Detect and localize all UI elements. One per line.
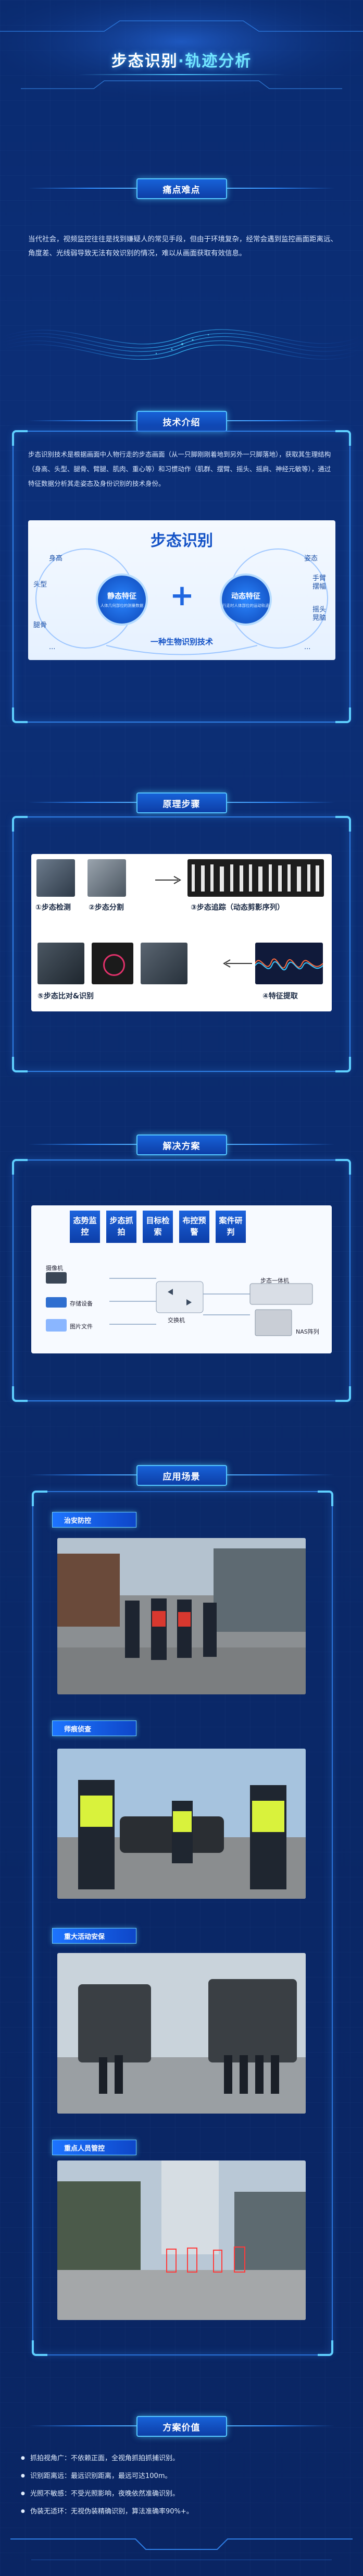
section-header-principle: 原理步骤 <box>0 788 363 816</box>
section-title-value: 方案价值 <box>136 2416 227 2437</box>
step2-image <box>87 859 126 897</box>
dynamic-feature-badge: 动态特征 行走时人体部位的运动轨迹 <box>220 573 272 626</box>
section-title-solution: 解决方案 <box>136 1134 227 1155</box>
section-header-value: 方案价值 <box>0 2412 363 2440</box>
storage-label: 存储设备 <box>70 1300 93 1307</box>
section-title-scenes: 应用场景 <box>136 1465 227 1486</box>
section-header-solution: 解决方案 <box>0 1130 363 1158</box>
step5-image-b <box>92 943 133 984</box>
section-header-tech: 技术介绍 <box>0 407 363 435</box>
title-accent: 轨迹分析 <box>185 52 252 70</box>
step3-image <box>187 859 324 897</box>
scene-image-security <box>57 1538 306 1694</box>
scene-image-key-personnel <box>57 2160 306 2320</box>
step4-caption: ④特征提取 <box>262 992 298 1000</box>
static-label-head: 头型 <box>33 581 47 589</box>
static-feature-badge: 静态特征 人体几何部位的测量数据 <box>96 573 148 626</box>
principle-diagram: ①步态检测 ②步态分割 ③步态追踪（动态剪影序列） ⑤步态比对&识别 ④特征提取 <box>31 854 332 1011</box>
step3-caption: ③步态追踪（动态剪影序列） <box>191 904 284 912</box>
pain-text: 当代社会，视频监控往往是找到嫌疑人的常见手段，但由于环境复杂，经常会遇到监控画面… <box>28 235 337 258</box>
static-label-more: ... <box>49 643 56 651</box>
value-bullet-3: 光照不敏感：不受光照影响，夜晚依然准确识别。 <box>21 2488 179 2498</box>
tech-frame <box>12 430 351 723</box>
step5-image-c <box>141 943 187 984</box>
title-main: 步态识别 <box>111 52 178 70</box>
solution-card-analysis: 案件研判 <box>216 1211 246 1243</box>
static-feature-sub: 人体几何部位的测量数据 <box>100 603 144 608</box>
diagram-bottom-caption: 一种生物识别技术 <box>150 637 213 646</box>
step1-image <box>36 859 75 897</box>
solution-frame <box>12 1159 351 1402</box>
static-label-height: 身高 <box>49 555 63 563</box>
solution-card-capture: 步态抓拍 <box>106 1211 136 1243</box>
scene-image-event <box>57 1953 306 2114</box>
static-label-leg: 腿骨 <box>33 621 47 629</box>
section-title-principle: 原理步骤 <box>136 792 227 813</box>
cloud-label: 图片文件 <box>70 1323 93 1330</box>
camera-label: 摄像机 <box>46 1265 63 1272</box>
dynamic-label-arm: 手臂摆幅 <box>312 575 327 591</box>
header-decoration <box>0 0 363 104</box>
section-header-scenes: 应用场景 <box>0 1461 363 1489</box>
scene-tag-event: 重大活动安保 <box>52 1928 136 1944</box>
tech-text: 步态识别技术是根据画面中人物行走的步态画面（从一只脚刚刚着地到另外一只脚落地），… <box>28 450 331 487</box>
step2-caption: ②步态分割 <box>89 904 124 912</box>
step4-image <box>255 943 323 984</box>
gait-diagram: 步态识别 静态特征 人体几何部位的测量数据 动态特征 行走时人体部位的运动轨迹 … <box>28 520 335 660</box>
dynamic-label-posture: 姿态 <box>304 555 318 563</box>
footer-decoration <box>10 2538 353 2560</box>
network-lines <box>46 1272 313 1336</box>
page-title: 步态识别·轨迹分析 <box>0 48 363 71</box>
arrow-back-icon <box>223 959 252 968</box>
title-underline <box>78 74 285 75</box>
dynamic-label-more: ... <box>304 643 311 651</box>
solution-card-search: 目标检索 <box>143 1211 173 1243</box>
nas-label: NAS阵列 <box>296 1328 319 1335</box>
dynamic-feature-label: 动态特征 <box>231 592 260 601</box>
scene-image-investigation <box>57 1749 306 1899</box>
value-bullet-2: 识别距离远：最远识别距离，最远可达100m。 <box>21 2470 171 2480</box>
scene-tag-security: 治安防控 <box>52 1512 136 1528</box>
section-header-pain: 痛点难点 <box>0 174 363 202</box>
static-feature-label: 静态特征 <box>107 592 136 601</box>
dynamic-feature-sub: 行走时人体部位的运动轨迹 <box>222 603 269 608</box>
section-title-tech: 技术介绍 <box>136 411 227 432</box>
dynamic-label-head: 摇头晃脑 <box>312 606 327 622</box>
section-title-pain: 痛点难点 <box>136 178 227 199</box>
step1-caption: ①步态检测 <box>35 904 71 912</box>
switch-label: 交换机 <box>168 1317 185 1324</box>
scene-tag-investigation: 师痕侦查 <box>52 1720 136 1736</box>
all-in-one-label: 步态一体机 <box>260 1277 289 1284</box>
scenes-frame <box>32 1491 333 2356</box>
value-bullet-1: 抓拍视角广：不依赖正面，全视角抓拍抓捕识别。 <box>21 2452 179 2462</box>
diagram-title: 步态识别 <box>151 532 213 550</box>
solution-card-alert: 布控预警 <box>179 1211 209 1243</box>
header: 步态识别·轨迹分析 <box>0 0 363 104</box>
plus-sign: + <box>170 579 194 613</box>
step5-image-a <box>37 943 84 984</box>
value-bullet-4: 伪装无适环：无视伪装精确识别，算法准确率90%+。 <box>21 2506 193 2516</box>
principle-frame <box>12 816 351 1072</box>
wave-decoration <box>0 329 363 360</box>
title-dot: · <box>178 52 185 70</box>
scene-tag-key-personnel: 重点人员管控 <box>52 2140 136 2155</box>
solution-card-monitor: 态势监控 <box>70 1211 100 1243</box>
step5-caption: ⑤步态比对&识别 <box>37 992 94 1000</box>
solution-diagram: 态势监控 步态抓拍 目标检索 布控预警 案件研判 摄像机 存储设备 图片文件 交… <box>31 1205 332 1353</box>
arrow-icon <box>155 876 181 884</box>
